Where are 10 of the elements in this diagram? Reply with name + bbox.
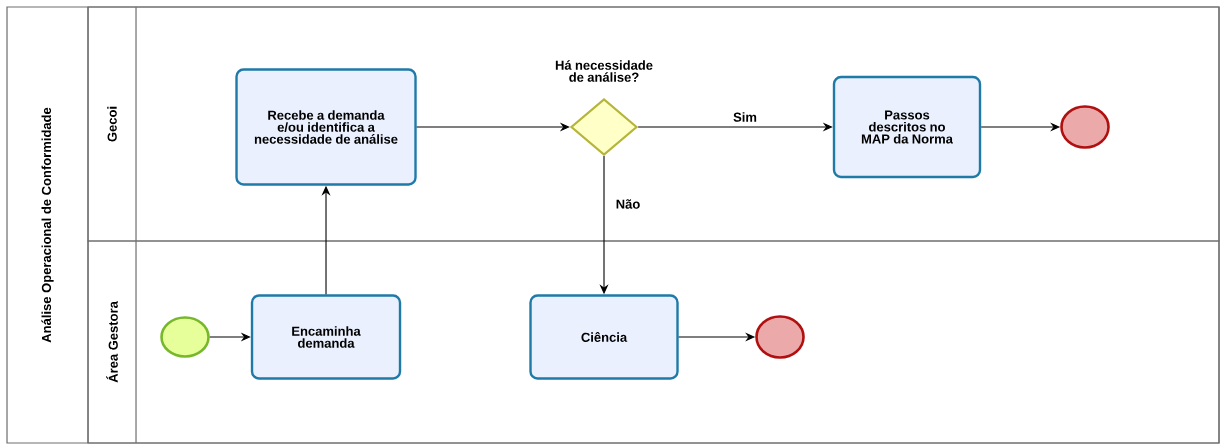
start-event-circle — [160, 316, 210, 358]
end-event-circle — [1060, 105, 1110, 149]
end-event-circle — [755, 315, 805, 359]
decision-label: Há necessidade de análise? — [555, 60, 653, 82]
task-box: Ciência — [529, 294, 679, 380]
task-box: Encaminha demanda — [250, 294, 402, 380]
edge-label: Sim — [732, 111, 758, 123]
edge-label: Não — [614, 198, 642, 210]
task-box: Recebe a demanda e/ou identifica a necessidade de análise — [235, 68, 417, 186]
task-box: Passos descritos no MAP da Norma — [832, 75, 982, 179]
